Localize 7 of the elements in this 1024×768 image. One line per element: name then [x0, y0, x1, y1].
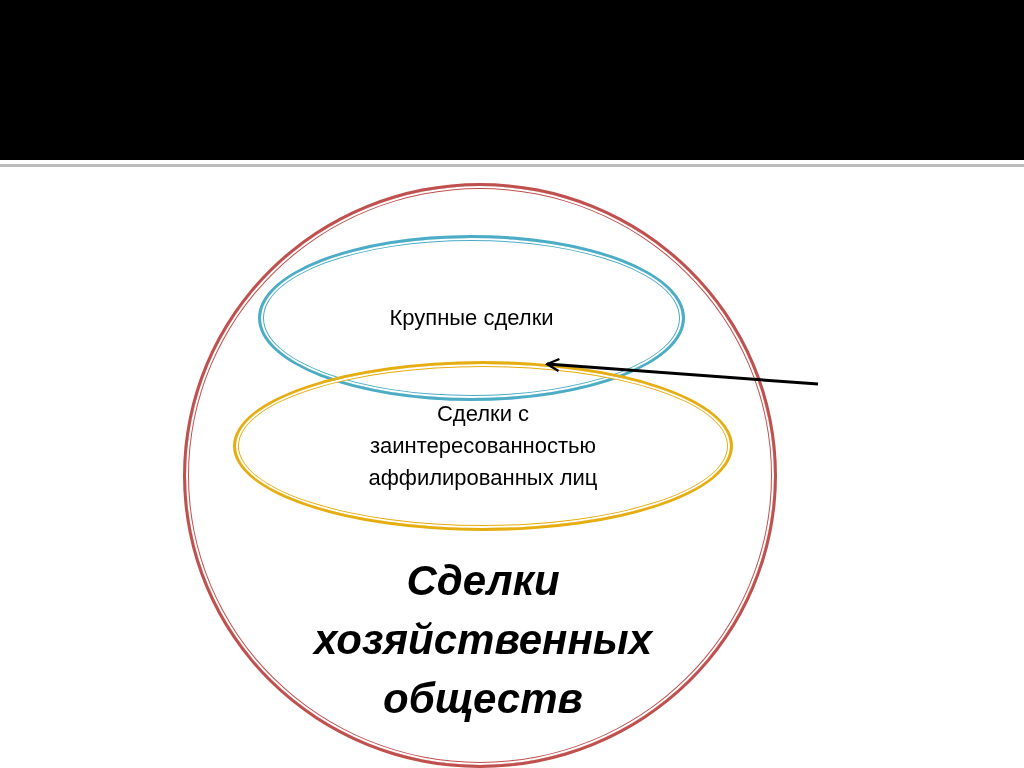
ellipse	[258, 235, 685, 401]
outer-circle	[183, 183, 777, 768]
ellipse-label: Сделки с заинтересованностью аффилированных лиц	[367, 400, 599, 492]
arrow	[545, 357, 819, 386]
ellipse-label: Крупные сделки	[388, 304, 555, 332]
circle-label: Сделки хозяйственных обществ	[311, 556, 655, 724]
ellipse	[233, 361, 733, 531]
